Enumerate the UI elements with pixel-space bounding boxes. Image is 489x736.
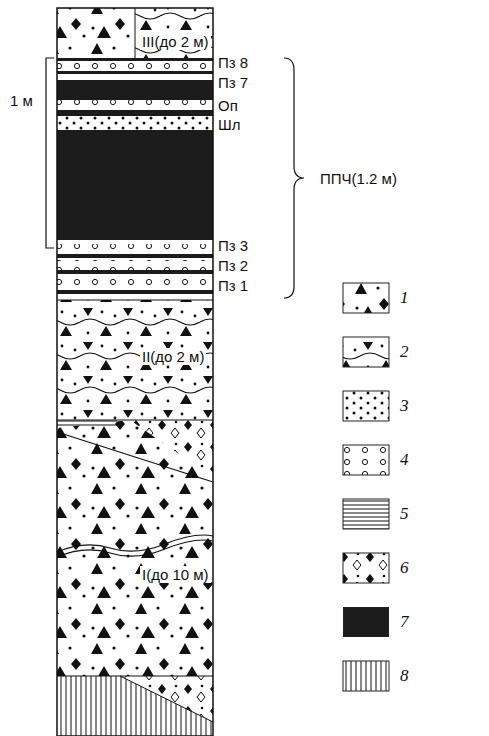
legend-number: 1 xyxy=(400,288,409,308)
layer-label: Пз 7 xyxy=(218,74,248,91)
legend-number: 3 xyxy=(400,396,409,416)
layer-label: Пз 3 xyxy=(218,237,248,254)
layer-label: Оп xyxy=(218,97,238,114)
layer-label: Пз 2 xyxy=(218,257,248,274)
legend-number: 5 xyxy=(400,504,409,524)
unit-label: III(до 2 м) xyxy=(140,33,211,50)
unit-label: I(до 10 м) xyxy=(140,566,211,583)
legend-swatch xyxy=(343,607,389,637)
layer-label: Пз 8 xyxy=(218,54,248,71)
legend-number: 4 xyxy=(400,450,409,470)
sequence-label: ППЧ(1.2 м) xyxy=(320,170,397,187)
legend-number: 6 xyxy=(400,558,409,578)
layer-label: Пз 1 xyxy=(218,277,248,294)
legend-number: 7 xyxy=(400,612,409,632)
scale-label: 1 м xyxy=(10,92,33,109)
unit-label: II(до 2 м) xyxy=(140,348,206,365)
layer-label: Шл xyxy=(218,116,241,133)
legend-number: 8 xyxy=(400,666,409,686)
legend-number: 2 xyxy=(400,342,409,362)
